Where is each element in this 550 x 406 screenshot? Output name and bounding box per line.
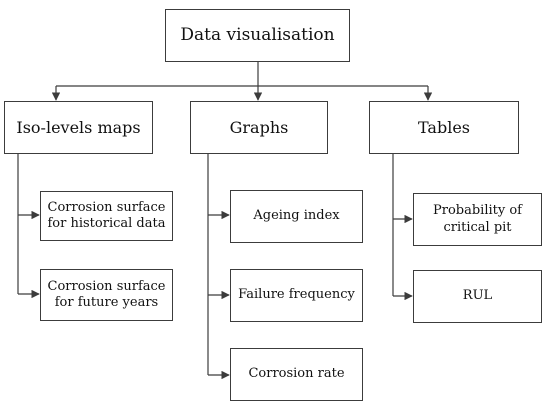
item-label: Corrosion surface for future years [47, 278, 166, 310]
item-ageing-index: Ageing index [230, 190, 363, 243]
item-label: Corrosion rate [248, 366, 345, 382]
root-label: Data visualisation [180, 24, 335, 45]
item-failure-frequency: Failure frequency [230, 269, 363, 322]
item-corrosion-rate: Corrosion rate [230, 348, 363, 401]
item-label: Ageing index [253, 208, 340, 224]
category-label: Graphs [229, 117, 289, 137]
root-box: Data visualisation [165, 9, 350, 62]
item-probability-of-critical-pit: Probability of critical pit [413, 193, 542, 246]
item-corrosion-surface-historical: Corrosion surface for historical data [40, 191, 173, 241]
item-label: Corrosion surface for historical data [47, 199, 166, 231]
category-graphs: Graphs [190, 101, 328, 154]
item-label: RUL [462, 288, 493, 304]
item-corrosion-surface-future: Corrosion surface for future years [40, 269, 173, 321]
category-label: Tables [417, 117, 470, 137]
item-label: Failure frequency [238, 287, 355, 303]
item-label: Probability of critical pit [433, 203, 522, 235]
category-label: Iso-levels maps [16, 117, 141, 137]
category-iso-levels-maps: Iso-levels maps [4, 101, 153, 154]
category-tables: Tables [369, 101, 519, 154]
item-rul: RUL [413, 270, 542, 323]
